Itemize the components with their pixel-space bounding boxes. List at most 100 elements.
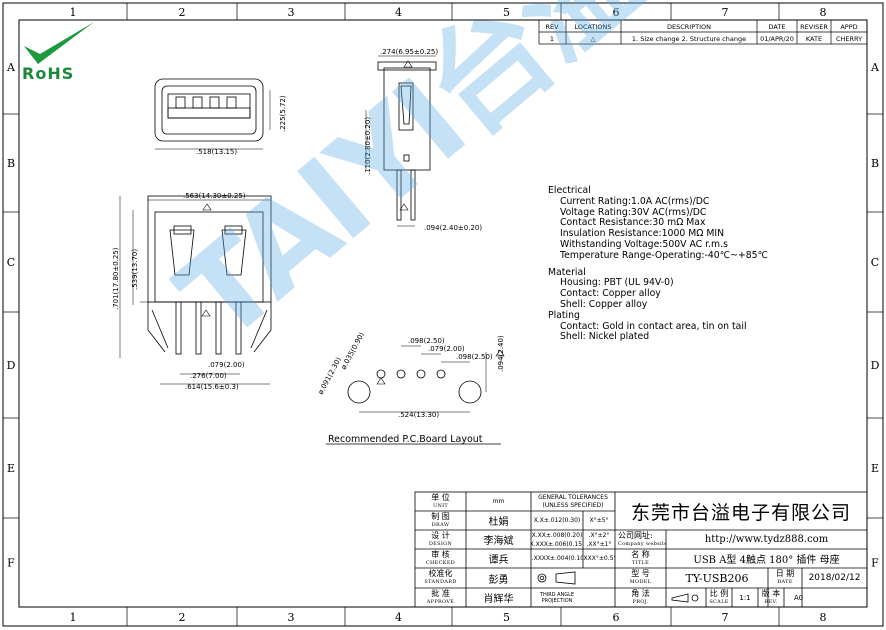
pcb-layout	[326, 345, 505, 445]
dim-front-h2: .539(13.70)	[131, 249, 139, 290]
grid-col-label: 4	[395, 611, 402, 624]
grid-row-label: F	[7, 557, 15, 570]
grid-col-label: 2	[179, 611, 186, 624]
dim-side-h: .110(2.80±0.20)	[364, 117, 372, 175]
dim-pcb-d4: .094(2.40)	[497, 335, 505, 372]
spec-line: Housing: PBT (UL 94V-0)	[560, 277, 674, 289]
grid-col-label: 7	[722, 611, 729, 624]
grid-col-label: 3	[288, 611, 295, 624]
grid-col-label: 3	[288, 6, 295, 19]
scale-value: 1:1	[739, 593, 751, 602]
website-label: 公司网址:Company website	[618, 530, 666, 547]
product-title: USB A型 4触点 180° 插件 母座	[693, 555, 840, 566]
spec-line: Contact Resistance:30 mΩ Max	[560, 217, 706, 229]
revision-cell: KATE	[806, 35, 822, 43]
specification-block: Electrical Current Rating:1.0A AC(rms)/D…	[548, 185, 768, 343]
grid-row-label: F	[871, 557, 879, 570]
tolerance-title: GENERAL TOLERANCES (UNLESS SPECIFIED)	[538, 493, 608, 509]
dim-front-h1: .701(17.80±0.25)	[112, 247, 120, 310]
dim-pcb-hole1: ø.035(0.90)	[340, 331, 366, 371]
revision-header: LOCATIONS	[575, 23, 612, 31]
revision-header: REV	[545, 23, 559, 31]
tol-linear: X.XXX±.006(0.15)	[531, 541, 583, 548]
dim-front-top-w: .518(13.15)	[196, 148, 237, 156]
revision-cell: 1	[550, 35, 554, 43]
unit-value: mm	[492, 498, 505, 505]
draw-value: 杜娟	[488, 517, 509, 528]
standard-value: 彭勇	[488, 574, 509, 586]
tol-linear: X.XXXX±.004(0.10)	[531, 555, 583, 562]
tol-angle: .XXX°±0.5°	[583, 555, 615, 562]
checked-value: 谭兵	[488, 555, 509, 566]
approve-value: 肖辉华	[483, 594, 514, 605]
pcb-layout-label: Recommended P.C.Board Layout	[328, 434, 483, 445]
grid-col-label: 8	[820, 611, 827, 624]
grid-col-label: 7	[722, 6, 729, 19]
revision-header: REVISER	[800, 23, 828, 31]
grid-row-label: E	[7, 462, 15, 475]
tol-linear: X.X±.012(0.30)	[533, 517, 581, 524]
company-name: 东莞市台溢电子有限公司	[630, 501, 851, 524]
dim-side-pin: .094(2.40±0.20)	[424, 224, 482, 232]
dim-front-w: .563(14.30±0.25)	[183, 192, 246, 200]
spec-line: Insulation Resistance:1000 MΩ MIN	[560, 228, 725, 240]
model-value: TY-USB206	[685, 571, 749, 585]
rev-value: A0	[794, 593, 804, 602]
revision-cell: 01/APR/20	[760, 35, 794, 43]
spec-line: Voltage Rating:30V AC(rms)/DC	[560, 206, 707, 218]
dim-pcb-d2: .079(2.00)	[428, 345, 465, 353]
dim-pin-pitch: .079(2.00)	[208, 361, 245, 369]
revision-cell: CHERRY	[836, 35, 862, 43]
spec-line: Current Rating:1.0A AC(rms)/DC	[560, 195, 710, 207]
projection-label: THIRD ANGLE PROJECTION	[539, 591, 575, 604]
revision-cell: 1. Size change 2. Structure change	[632, 35, 746, 43]
dim-pcb-d1: .098(2.50)	[408, 337, 445, 345]
side-view	[365, 55, 437, 227]
electrical-heading: Electrical	[548, 185, 591, 196]
top-view	[154, 78, 271, 150]
title-block-lines	[414, 491, 868, 608]
tol-angle: .X°±2°	[588, 531, 610, 539]
tol-angle: X°±5°	[589, 517, 609, 524]
revision-table	[538, 19, 868, 45]
grid-col-label: 4	[395, 6, 402, 19]
dim-pcb-span: .524(13.30)	[398, 411, 439, 419]
dim-pin-span: .276(7.00)	[190, 372, 227, 380]
grid-col-label: 6	[613, 611, 620, 624]
grid-row-label: B	[871, 157, 879, 170]
spec-line: Withstanding Voltage:500V AC r.m.s	[560, 238, 728, 250]
date-value: 2018/02/12	[808, 573, 861, 583]
grid-col-label: 5	[503, 6, 510, 19]
rohs-check-icon	[24, 22, 94, 64]
grid-row-label: E	[871, 462, 879, 475]
grid-row-label: B	[7, 157, 15, 170]
grid-col-label: 8	[820, 6, 827, 19]
spec-line: Shell: Nickel plated	[560, 331, 650, 343]
grid-row-label: C	[7, 256, 15, 269]
plating-heading: Plating	[548, 309, 580, 321]
rohs-logo: RoHS	[22, 64, 75, 83]
design-value: 李海斌	[483, 536, 514, 547]
dim-pcb-d3: .098(2.50)	[456, 353, 493, 361]
revision-header: APPD	[840, 23, 857, 31]
dim-side-top: .274(6.95±0.25)	[380, 48, 438, 56]
spec-line: Contact: Gold in contact area, tin on ta…	[560, 320, 747, 332]
grid-row-label: A	[6, 61, 16, 74]
grid-row-label: C	[871, 256, 879, 269]
